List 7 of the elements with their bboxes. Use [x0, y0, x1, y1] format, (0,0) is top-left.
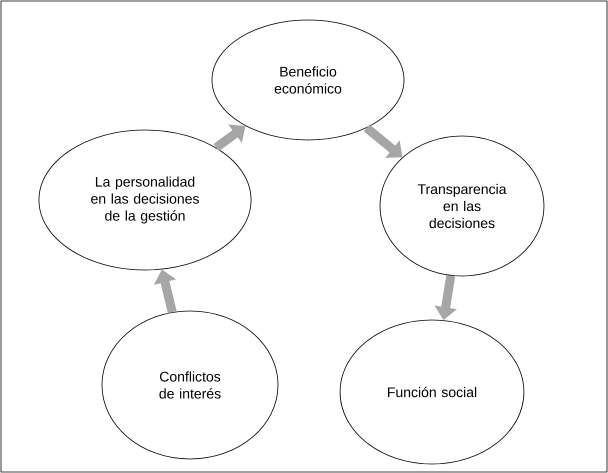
ellipse-node: La personalidad en las decisiones de la gestión [38, 130, 252, 270]
ellipse-node: Transparencia en las decisiones [380, 136, 544, 276]
block-arrow [213, 124, 246, 152]
ellipse-node: Función social [340, 320, 524, 464]
ellipse-node: Conflictos de interés [102, 310, 278, 460]
block-arrow [364, 124, 402, 158]
ellipse-node: Beneficio económico [212, 20, 404, 140]
